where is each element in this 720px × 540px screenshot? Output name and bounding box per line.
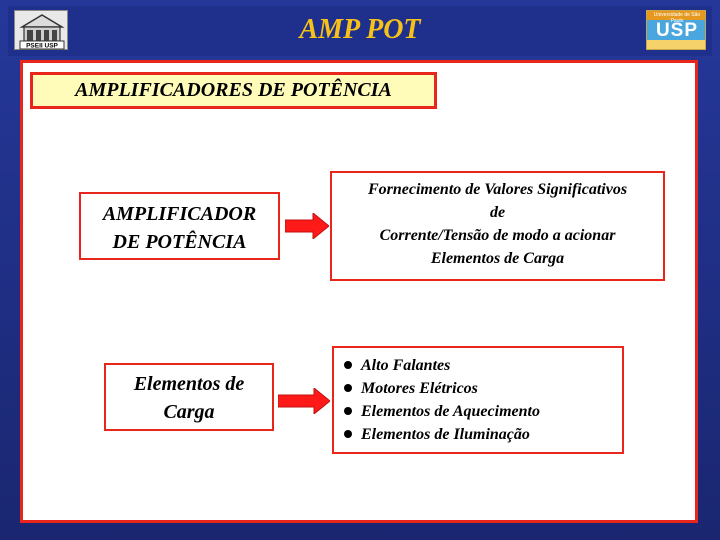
load-list: Alto Falantes Motores Elétricos Elemento… — [334, 354, 622, 446]
load-line-1: Elementos de — [133, 373, 245, 395]
section-heading: AMPLIFICADORES DE POTÊNCIA — [30, 72, 437, 109]
description-line-2: de — [489, 204, 506, 221]
left-logo-text: PSEII USP — [26, 43, 58, 50]
amplifier-line-1: AMPLIFICADOR — [102, 203, 257, 225]
usp-logo-icon: Universidade de São Paulo USP — [646, 10, 706, 50]
amplifier-line-2: DE POTÊNCIA — [112, 231, 247, 253]
list-item: Alto Falantes — [344, 354, 622, 377]
right-logo-text: USP — [655, 20, 699, 41]
title-bar — [8, 6, 712, 56]
description-line-4: Elementos de Carga — [430, 250, 565, 267]
bullet-icon — [344, 430, 352, 438]
right-arrow-icon — [285, 213, 329, 239]
description-box: Fornecimento de Valores Significativos d… — [330, 171, 665, 281]
list-item: Motores Elétricos — [344, 377, 622, 400]
right-logo-caption: Universidade de São Paulo — [653, 12, 701, 24]
list-item-label: Elementos de Aquecimento — [361, 403, 540, 420]
list-item: Elementos de Iluminação — [344, 423, 622, 446]
building-logo-icon: PSEII USP — [14, 10, 68, 50]
amplifier-box: AMPLIFICADOR DE POTÊNCIA — [79, 192, 280, 260]
bullet-icon — [344, 361, 352, 369]
description-line-3: Corrente/Tensão de modo a acionar — [379, 227, 616, 244]
list-item-label: Motores Elétricos — [361, 380, 478, 397]
list-item-label: Elementos de Iluminação — [361, 426, 530, 443]
list-item-label: Alto Falantes — [361, 357, 451, 374]
load-list-box: Alto Falantes Motores Elétricos Elemento… — [332, 346, 624, 454]
description-line-1: Fornecimento de Valores Significativos — [367, 181, 628, 198]
bullet-icon — [344, 384, 352, 392]
load-elements-box: Elementos de Carga — [104, 363, 274, 431]
right-arrow-icon — [278, 388, 330, 414]
page-title: AMP POT — [299, 14, 421, 45]
bullet-icon — [344, 407, 352, 415]
load-line-2: Carga — [163, 401, 215, 423]
list-item: Elementos de Aquecimento — [344, 400, 622, 423]
